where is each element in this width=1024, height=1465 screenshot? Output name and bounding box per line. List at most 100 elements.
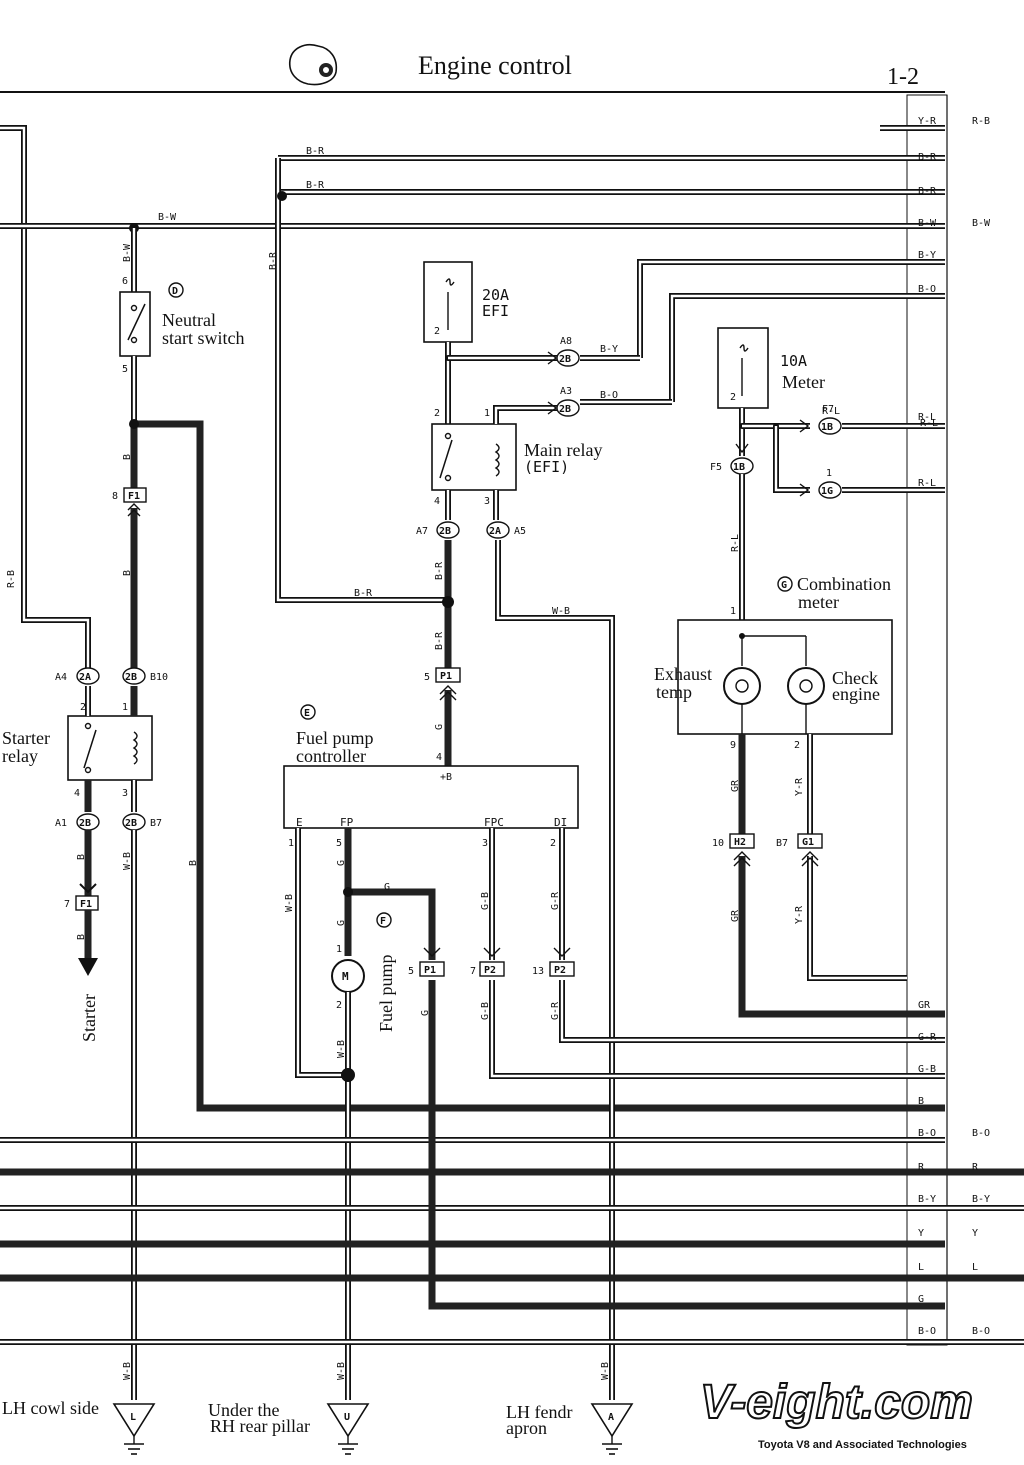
- connector-2b-a8: 2B: [547, 349, 640, 367]
- wire-rl-1g: R-L: [920, 418, 938, 429]
- svg-text:G-R: G-R: [550, 891, 561, 910]
- svg-text:B: B: [188, 860, 199, 866]
- edge-label-right: B-W: [972, 218, 991, 229]
- pin-p2-7: 7: [470, 966, 476, 977]
- edge-label-left: G-B: [918, 1064, 936, 1075]
- connector-2b-a1: 2B: [76, 813, 100, 831]
- svg-text:W-B: W-B: [600, 1362, 611, 1380]
- fpc-term-di: DI: [554, 816, 567, 829]
- sr-pin-2: 2: [80, 702, 86, 713]
- edge-label-left: GR: [918, 1000, 931, 1011]
- pin-a7: A7: [416, 526, 428, 537]
- starter-relay-label-2: relay: [2, 746, 38, 766]
- edge-label-left: G-R: [918, 1032, 937, 1043]
- pin-a3: A3: [560, 386, 572, 397]
- pin-1g: 1: [826, 468, 832, 479]
- edge-label-left: B-O: [918, 1326, 936, 1337]
- nss-pin-5: 5: [122, 364, 128, 375]
- svg-text:GR: GR: [730, 779, 741, 792]
- fpc-label-2: controller: [296, 746, 366, 766]
- edge-label-left: B-R: [918, 186, 937, 197]
- edge-label-left: Y-R: [918, 116, 937, 127]
- starter-label: Starter: [79, 994, 99, 1042]
- edge-label-left: B-Y: [918, 250, 936, 261]
- meter-fuse-name: Meter: [782, 372, 825, 392]
- starter-relay-label-1: Starter: [2, 728, 50, 748]
- connector-1b-f7: 1B: [799, 417, 945, 435]
- svg-text:G-B: G-B: [480, 892, 491, 910]
- svg-text:2A: 2A: [79, 672, 91, 683]
- fpc-term-fpc: FPC: [484, 816, 504, 829]
- svg-text:2B: 2B: [559, 404, 571, 415]
- fpc-pin-2: 2: [550, 838, 556, 849]
- fp-pin-1: 1: [336, 944, 342, 955]
- svg-text:P2: P2: [484, 965, 496, 976]
- svg-text:B-R: B-R: [434, 561, 445, 580]
- fpc-pin-4: 4: [436, 752, 442, 763]
- meter-fuse-rating: 10A: [780, 352, 807, 370]
- svg-text:1G: 1G: [821, 486, 833, 497]
- svg-text:G-R: G-R: [550, 1001, 561, 1020]
- svg-text:P1: P1: [424, 965, 436, 976]
- mr-pin-4: 4: [434, 496, 440, 507]
- svg-text:W-B: W-B: [122, 852, 133, 870]
- nss-label-1: Neutral: [162, 310, 216, 330]
- fpc-pin-1: 1: [288, 838, 294, 849]
- b-wire-thick: [129, 419, 945, 1112]
- pin-h2-10: 10: [712, 838, 724, 849]
- sr-pin-4: 4: [74, 788, 80, 799]
- meter-output-wires: H2 G1: [729, 734, 945, 1018]
- ground-l: [112, 1403, 156, 1455]
- cm-pin-9: 9: [730, 740, 736, 751]
- wire-bo: B-O: [600, 390, 618, 401]
- connector-p2-7: P2: [479, 947, 505, 977]
- header-logo-icon: [288, 44, 338, 86]
- svg-text:G: G: [434, 724, 445, 730]
- svg-text:B-R: B-R: [268, 251, 279, 270]
- mr-pin-2: 2: [434, 408, 440, 419]
- nss-label-2: start switch: [162, 328, 245, 348]
- fuel-pump-controller: [283, 704, 579, 829]
- right-bus-panel: [906, 94, 948, 1346]
- edge-label-left: L: [918, 1262, 924, 1273]
- check-engine-label-1: Check: [832, 668, 878, 688]
- ground-l-code: L: [130, 1412, 136, 1423]
- efi-fuse-pin-2: 2: [434, 326, 440, 337]
- mr-pin-3: 3: [484, 496, 490, 507]
- svg-text:Y-R: Y-R: [794, 777, 805, 796]
- meter-fuse-pin-2: 2: [730, 392, 736, 403]
- svg-text:2B: 2B: [559, 354, 571, 365]
- fp-pin-2: 2: [336, 1000, 342, 1011]
- connector-1g: 1G: [799, 481, 945, 499]
- fpc-output-wires: [295, 828, 945, 1079]
- sr-pin-1: 1: [122, 702, 128, 713]
- fuel-pump-label: Fuel pump: [376, 954, 396, 1032]
- svg-text:P2: P2: [554, 965, 566, 976]
- neutral-start-switch: [119, 228, 184, 420]
- sr-pin-3: 3: [122, 788, 128, 799]
- edge-label-left: R-L: [918, 412, 936, 423]
- ground-u-label-1: Under the: [208, 1400, 279, 1420]
- svg-text:W-B: W-B: [552, 606, 570, 617]
- fpc-ref: E: [304, 708, 310, 719]
- connector-p2-13: P2: [549, 947, 575, 977]
- edge-label-left: B-W: [918, 218, 937, 229]
- pin-p1-5: 5: [424, 672, 430, 683]
- pin-a1: A1: [55, 818, 67, 829]
- svg-text:G1: G1: [802, 837, 814, 848]
- fpc-term-e: E: [296, 816, 303, 829]
- edge-label-left: B-R: [918, 152, 937, 163]
- svg-text:G: G: [384, 882, 390, 893]
- page-number: 1-2: [887, 64, 919, 90]
- pin-p2-13: 13: [532, 966, 544, 977]
- fuel-pump-motor: [331, 912, 392, 1082]
- wire-by: B-Y: [600, 344, 618, 355]
- edge-label-left: B: [918, 1096, 924, 1107]
- ground-a-label-2: apron: [506, 1418, 547, 1438]
- edge-label-right: R-B: [972, 116, 990, 127]
- ground-l-label: LH cowl side: [2, 1398, 99, 1418]
- svg-text:R-L: R-L: [730, 534, 741, 552]
- fpc-term-b: +B: [440, 772, 452, 783]
- edge-label-left: R: [918, 1162, 925, 1173]
